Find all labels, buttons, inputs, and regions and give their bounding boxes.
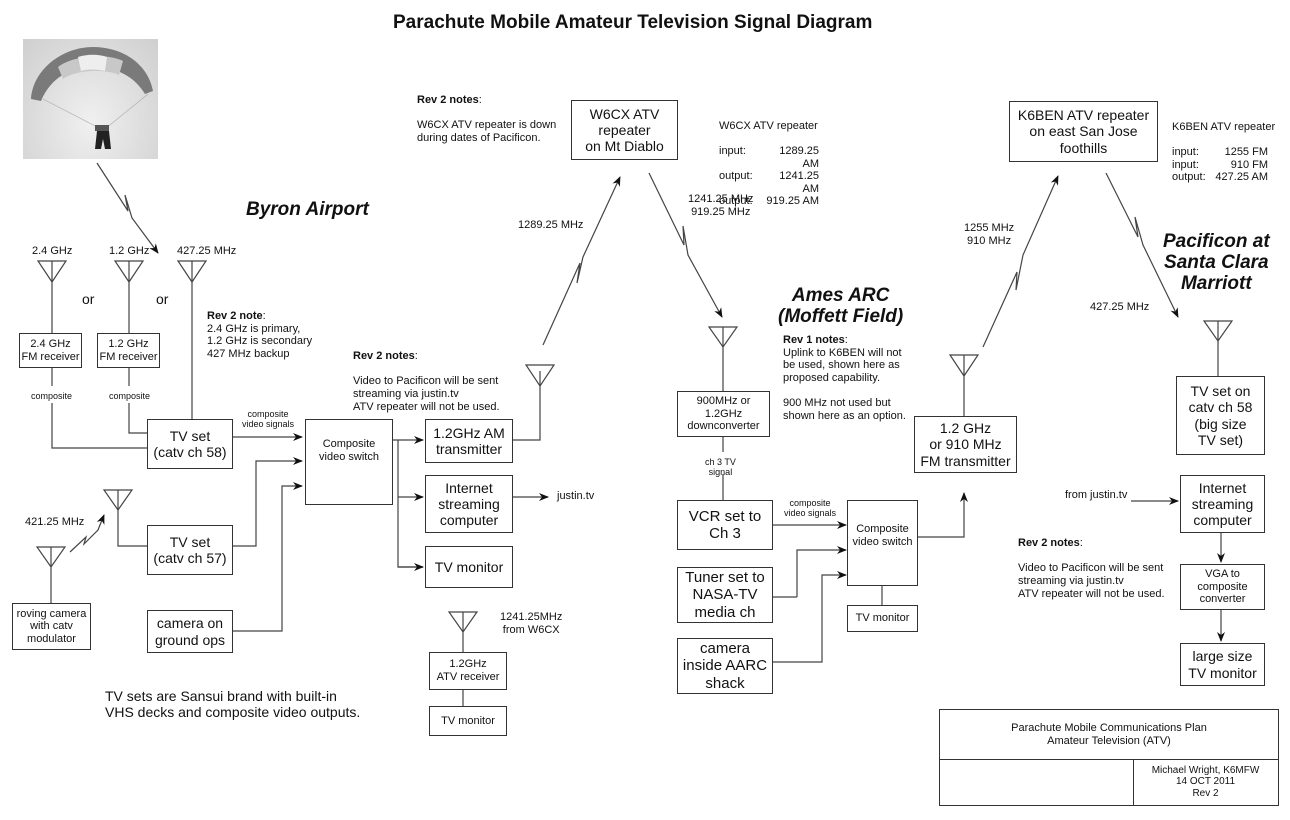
parachutist-photo-icon [23, 39, 158, 159]
spec-value: 910 FM [1230, 158, 1268, 171]
note-body: Uplink to K6BEN will not be used, shown … [783, 346, 906, 422]
antenna-freq-24: 2.4 GHz [32, 245, 73, 257]
composite-video-switch: Composite video switch [305, 419, 393, 505]
or-label: or [82, 291, 95, 307]
title-block-plan: Parachute Mobile Communications Plan Ama… [940, 710, 1278, 760]
aarc-shack-camera: camera inside AARC shack [677, 638, 773, 694]
antenna-icon-tx12 [524, 364, 556, 388]
spec-value: 919.25 AM [766, 195, 819, 208]
w6cx-downlink-freq: 1241.25 MHz 919.25 MHz [688, 193, 754, 218]
ames-composite-video-switch: Composite video switch [847, 500, 918, 586]
note-body: 2.4 GHz is primary, 1.2 GHz is secondary… [207, 322, 313, 360]
ames-rev1-notes: Rev 1 notes:Uplink to K6BEN will not be … [783, 334, 906, 422]
note-heading: Rev 2 notes [353, 350, 415, 362]
k6ben-uplink-freq: 1255 MHz 910 MHz [964, 222, 1015, 247]
note-body: W6CX ATV repeater is down during dates o… [417, 119, 557, 144]
nasa-tv-tuner: Tuner set to NASA-TV media ch [677, 567, 773, 623]
antenna-icon-427 [176, 260, 208, 420]
note-heading: Rev 1 notes [783, 334, 845, 346]
tv-set-ch57: TV set (catv ch 57) [147, 525, 233, 575]
tv-set-ch58: TV set (catv ch 58) [147, 419, 233, 469]
title-block-empty-cell [940, 759, 1134, 805]
specs-title: W6CX ATV repeater [719, 119, 818, 132]
antenna-icon-12 [113, 260, 145, 333]
spec-label: input: [1172, 158, 1199, 171]
spec-label: output: [719, 195, 753, 208]
antenna-icon-roving [35, 546, 67, 603]
antenna-icon-atvrx [447, 611, 479, 706]
atv-receiver-12ghz: 1.2GHz ATV receiver [429, 652, 507, 690]
diagram-title: Parachute Mobile Amateur Television Sign… [393, 12, 873, 33]
justin-tv-label: justin.tv [557, 490, 595, 502]
ch3-signal-label: ch 3 TV signal [705, 457, 736, 478]
spec-label: input: [1172, 145, 1199, 158]
spec-value: 1255 FM [1224, 145, 1268, 158]
site-label-byron: Byron Airport [246, 199, 369, 220]
vga-composite-converter: VGA to composite converter [1180, 564, 1265, 610]
antenna-icon-pacificon [1202, 320, 1234, 376]
antenna-icon-tv57 [102, 489, 148, 547]
composite-label: composite [31, 391, 73, 401]
antenna-icon-ames [707, 326, 739, 500]
title-block-author: Michael Wright, K6MFW 14 OCT 2011 Rev 2 [1151, 764, 1260, 799]
site-label-pacificon: Pacificon at Santa Clara Marriott [1163, 231, 1270, 294]
spec-label: input: [719, 144, 746, 157]
receiver-24ghz: 2.4 GHz FM receiver [19, 333, 82, 368]
ames-tv-monitor: TV monitor [847, 605, 918, 632]
spec-value: 1289.25 AM [779, 144, 819, 170]
vcr-ch3: VCR set to Ch 3 [677, 500, 773, 550]
antenna-icon-24 [36, 260, 68, 333]
spec-label: output: [1172, 171, 1206, 184]
antenna-icon-fmtx [948, 354, 980, 418]
composite-label: composite [109, 391, 151, 401]
note-heading: Rev 2 note [207, 310, 263, 322]
pacificon-tv-set: TV set on catv ch 58 (big size TV set) [1176, 376, 1265, 455]
spec-value: 1241.25 AM [779, 170, 819, 195]
from-justin-label: from justin.tv [1065, 489, 1128, 501]
footnote: TV sets are Sansui brand with built-in V… [105, 688, 361, 721]
k6ben-downlink-freq: 427.25 MHz [1090, 301, 1150, 313]
composite-video-signals-label: composite video signals [242, 409, 295, 430]
roving-freq-label: 421.25 MHz [25, 516, 85, 528]
note-body: Video to Pacificon will be sent streamin… [1018, 562, 1165, 600]
am-transmitter-12ghz: 1.2GHz AM transmitter [425, 419, 513, 463]
composite-video-signals-label: composite video signals [784, 498, 837, 519]
k6ben-repeater: K6BEN ATV repeater on east San Jose foot… [1009, 101, 1158, 162]
note-heading: Rev 2 notes [417, 94, 479, 106]
site-label-ames: Ames ARC (Moffett Field) [778, 285, 904, 327]
w6cx-uplink-freq: 1289.25 MHz [518, 219, 584, 231]
spec-value: 427.25 AM [1215, 171, 1268, 184]
title-block: Parachute Mobile Communications Plan Ama… [939, 709, 1279, 806]
byron-rev2-note: Rev 2 note:2.4 GHz is primary, 1.2 GHz i… [207, 310, 313, 360]
antenna-freq-12: 1.2 GHz [109, 245, 150, 257]
downconverter: 900MHz or 1.2GHz downconverter [677, 391, 770, 437]
pacificon-rev2-notes: Rev 2 notes:Video to Pacificon will be s… [1018, 537, 1165, 600]
large-tv-monitor: large size TV monitor [1180, 643, 1265, 686]
byron-rev2-notes: Rev 2 notes:Video to Pacificon will be s… [353, 350, 500, 413]
k6ben-specs: K6BEN ATV repeater input: 1255 FM input: 9… [1172, 108, 1275, 196]
note-body: Video to Pacificon will be sent streamin… [353, 375, 500, 413]
internet-streaming-computer: Internet streaming computer [425, 475, 513, 533]
or-label: or [156, 291, 169, 307]
receiver-12ghz: 1.2 GHz FM receiver [97, 333, 160, 368]
roving-camera: roving camera with catv modulator [12, 603, 91, 650]
note-heading: Rev 2 notes [1018, 537, 1080, 549]
specs-title: K6BEN ATV repeater [1172, 120, 1276, 133]
ground-camera: camera on ground ops [147, 610, 233, 653]
atv-tv-monitor: TV monitor [429, 706, 507, 736]
pacificon-streaming-computer: Internet streaming computer [1180, 475, 1265, 533]
antenna-freq-427: 427.25 MHz [177, 245, 237, 257]
w6cx-repeater: W6CX ATV repeater on Mt Diablo [571, 100, 678, 160]
spec-label: output: [719, 170, 753, 183]
w6cx-specs: W6CX ATV repeater input: 1289.25 AM outpu… [719, 107, 819, 221]
fm-transmitter: 1.2 GHz or 910 MHz FM transmitter [914, 416, 1017, 473]
tv-monitor: TV monitor [425, 546, 513, 588]
w6cx-rev2-notes: Rev 2 notes:W6CX ATV repeater is down du… [417, 94, 557, 144]
atv-rx-freq-label: 1241.25MHz from W6CX [500, 611, 563, 636]
